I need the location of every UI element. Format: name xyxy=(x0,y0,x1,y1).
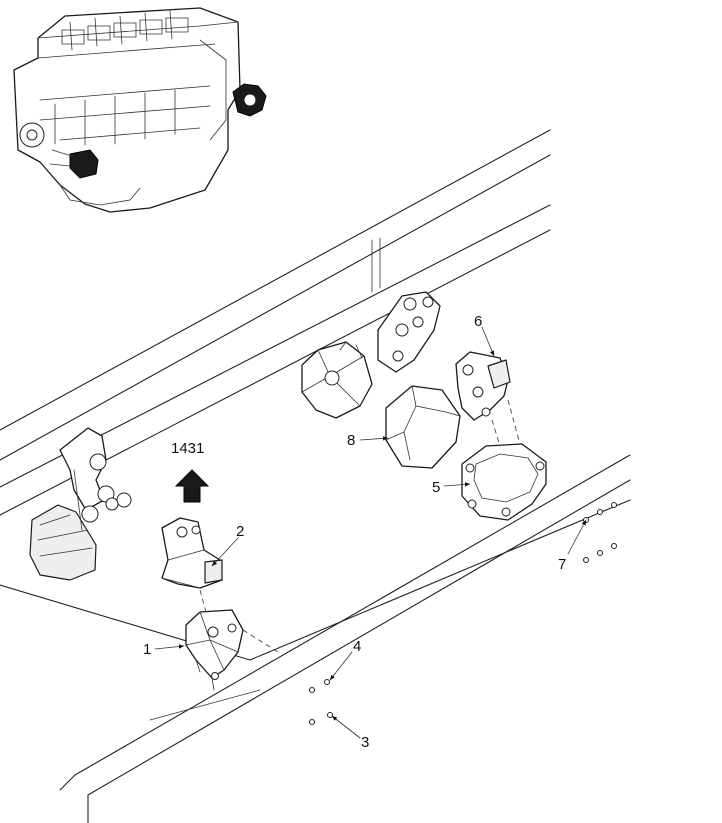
forward-direction-arrow xyxy=(174,469,210,503)
callout-8: 8 xyxy=(347,432,355,449)
alignment-dash xyxy=(242,629,279,653)
part-2-front-upper-bracket xyxy=(161,517,223,589)
alignment-dash xyxy=(507,399,521,445)
assembled-front-mount xyxy=(29,427,132,581)
rear-upper-bracket xyxy=(377,291,441,373)
engine-overview xyxy=(13,7,267,213)
alignment-dash xyxy=(491,419,501,447)
callout-3: 3 xyxy=(361,734,369,751)
alignment-dash xyxy=(199,589,207,613)
part-1-front-lower-bracket xyxy=(185,609,244,691)
callout-4: 4 xyxy=(353,638,361,655)
callout-7: 7 xyxy=(558,556,566,573)
part-8-insulator-cover xyxy=(385,385,461,469)
direction-label: 1431 xyxy=(171,440,204,457)
callout-1: 1 xyxy=(143,641,151,658)
part-6-rear-upper-bracket xyxy=(455,351,511,421)
callout-5: 5 xyxy=(432,479,440,496)
callout-2: 2 xyxy=(236,523,244,540)
callout-leaders xyxy=(154,326,587,739)
rear-insulator-upper xyxy=(301,341,373,419)
callout-6: 6 xyxy=(474,313,482,330)
part-5-rear-lower-mount xyxy=(461,443,547,521)
